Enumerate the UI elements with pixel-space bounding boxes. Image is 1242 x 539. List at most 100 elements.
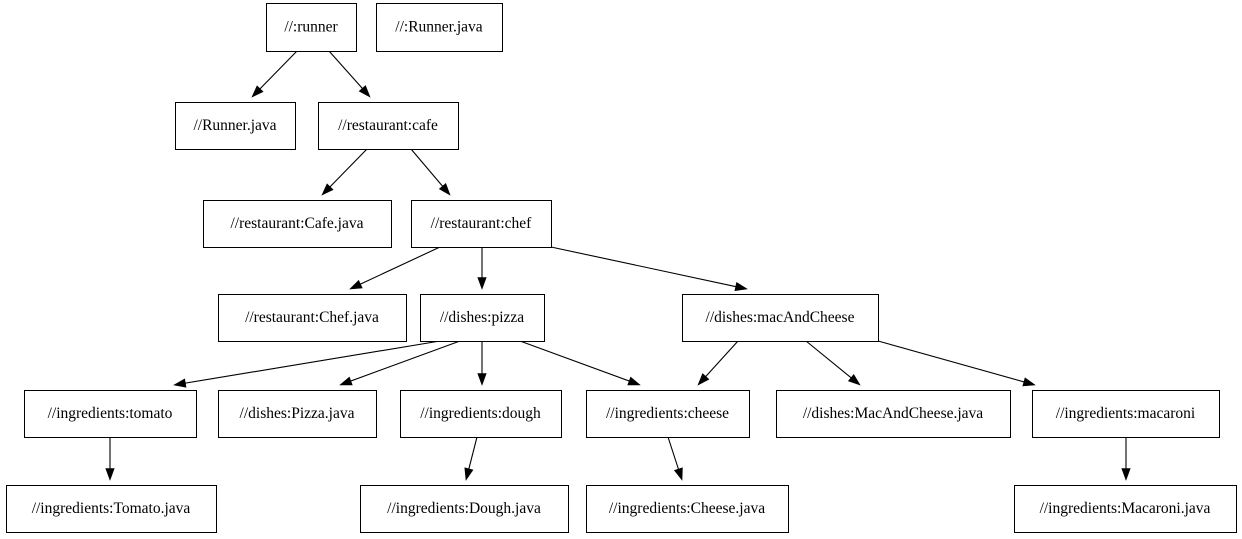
graph-edge [477, 247, 487, 290]
graph-node-chef_java[interactable]: //restaurant:Chef.java [218, 294, 407, 342]
node-label: //dishes:MacAndCheese.java [803, 405, 983, 422]
edge-arrowhead-icon [697, 373, 710, 386]
node-label: //:runner [284, 19, 338, 36]
graph-node-runner[interactable]: //:runner [266, 3, 357, 52]
graph-edge [519, 340, 641, 386]
graph-edge [667, 436, 683, 481]
graph-edge [697, 340, 739, 386]
edge-line [519, 340, 631, 383]
node-box[interactable] [24, 390, 197, 438]
graph-node-ing_cheese[interactable]: //ingredients:cheese [586, 390, 750, 438]
node-box[interactable] [586, 485, 789, 533]
edge-line [805, 340, 853, 380]
edge-arrowhead-icon [251, 85, 264, 98]
node-box[interactable] [776, 390, 1011, 438]
edge-arrowhead-icon [1022, 377, 1036, 387]
graph-node-runner_java_root[interactable]: //:Runner.java [376, 3, 503, 52]
node-box[interactable] [266, 3, 357, 52]
node-label: //dishes:macAndCheese [706, 309, 855, 326]
node-label: //ingredients:Dough.java [387, 500, 541, 517]
graph-node-dough_java[interactable]: //ingredients:Dough.java [360, 485, 569, 533]
edge-arrowhead-icon [173, 378, 187, 388]
edge-arrowhead-icon [438, 183, 451, 196]
edge-arrowhead-icon [339, 376, 353, 386]
graph-node-pizza_java[interactable]: //dishes:Pizza.java [218, 390, 377, 438]
graph-node-ing_dough[interactable]: //ingredients:dough [400, 390, 562, 438]
edge-line [877, 340, 1026, 383]
edge-arrowhead-icon [477, 373, 487, 386]
node-label: //ingredients:Macaroni.java [1040, 500, 1211, 517]
edge-arrowhead-icon [464, 467, 474, 481]
graph-node-restaurant_cafe[interactable]: //restaurant:cafe [318, 102, 459, 150]
node-label: //restaurant:chef [431, 215, 533, 232]
graph-node-dishes_mac[interactable]: //dishes:macAndCheese [682, 294, 879, 342]
node-box[interactable] [1032, 390, 1220, 438]
node-label: //ingredients:cheese [606, 405, 729, 422]
node-box[interactable] [682, 294, 879, 342]
edge-arrowhead-icon [477, 277, 487, 290]
node-box[interactable] [203, 200, 392, 248]
edge-arrowhead-icon [105, 468, 115, 481]
graph-edges-layer [105, 50, 1131, 481]
edge-arrowhead-icon [734, 282, 748, 292]
graph-edge [321, 148, 368, 196]
graph-edge [349, 246, 441, 290]
node-label: //restaurant:cafe [338, 117, 438, 134]
node-box[interactable] [586, 390, 750, 438]
edge-arrowhead-icon [349, 279, 363, 290]
graph-edge [105, 437, 115, 481]
graph-edge [339, 340, 461, 386]
graph-node-mac_java[interactable]: //dishes:MacAndCheese.java [776, 390, 1011, 438]
node-label: //dishes:Pizza.java [240, 405, 355, 422]
graph-node-macaroni_java[interactable]: //ingredients:Macaroni.java [1014, 485, 1237, 533]
graph-edge [410, 148, 451, 196]
graph-node-tomato_java[interactable]: //ingredients:Tomato.java [6, 485, 217, 533]
node-box[interactable] [400, 390, 562, 438]
graph-edge [173, 340, 441, 388]
node-label: //dishes:pizza [440, 309, 524, 326]
edge-line [328, 50, 364, 90]
graph-node-cheese_java[interactable]: //ingredients:Cheese.java [586, 485, 789, 533]
node-box[interactable] [318, 102, 459, 150]
node-label: //:Runner.java [395, 19, 483, 36]
graph-edge [251, 50, 298, 98]
graph-edge [877, 340, 1036, 387]
node-label: //ingredients:dough [420, 405, 541, 422]
graph-edge [464, 436, 478, 481]
graph-node-ing_macaroni[interactable]: //ingredients:macaroni [1032, 390, 1220, 438]
node-label: //restaurant:Cafe.java [231, 215, 364, 232]
graph-edge [805, 340, 861, 386]
node-box[interactable] [218, 390, 377, 438]
edge-line [328, 148, 368, 189]
graph-edge [477, 341, 487, 386]
node-box[interactable] [218, 294, 407, 342]
edge-arrowhead-icon [358, 85, 371, 98]
node-box[interactable] [6, 485, 217, 533]
node-box[interactable] [175, 102, 296, 150]
edge-arrowhead-icon [673, 467, 683, 481]
node-box[interactable] [411, 200, 552, 248]
node-label: //ingredients:macaroni [1056, 405, 1196, 422]
edge-line [550, 246, 738, 288]
graph-node-cafe_java[interactable]: //restaurant:Cafe.java [203, 200, 392, 248]
edge-arrowhead-icon [847, 373, 861, 386]
node-box[interactable] [360, 485, 569, 533]
graph-node-runner_java[interactable]: //Runner.java [175, 102, 296, 150]
node-box[interactable] [1014, 485, 1237, 533]
edge-line [258, 50, 298, 91]
edge-line [358, 246, 441, 286]
edge-line [349, 340, 461, 383]
edge-line [410, 148, 444, 188]
node-label: //ingredients:tomato [48, 405, 173, 422]
graph-node-ing_tomato[interactable]: //ingredients:tomato [24, 390, 197, 438]
node-box[interactable] [420, 294, 545, 342]
graph-node-dishes_pizza[interactable]: //dishes:pizza [420, 294, 545, 342]
edge-line [467, 436, 478, 471]
graph-node-restaurant_chef[interactable]: //restaurant:chef [411, 200, 552, 248]
node-box[interactable] [376, 3, 503, 52]
graph-edge [328, 50, 371, 98]
edge-line [704, 340, 739, 378]
graph-nodes-layer: //:runner //:Runner.java //Runner.java //re… [6, 3, 1237, 533]
